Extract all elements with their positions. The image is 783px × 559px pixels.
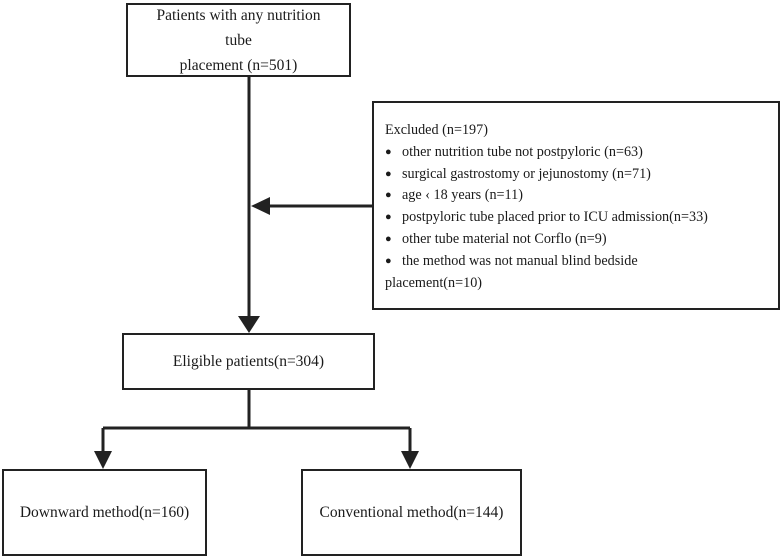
box-all-patients-line1: Patients with any nutrition tube: [156, 6, 321, 49]
excluded-item-text: the method was not manual blind bedside: [402, 252, 638, 269]
box-eligible-text: Eligible patients(n=304): [172, 353, 325, 370]
excluded-item: ● other tube material not Corflo (n=9): [385, 229, 768, 251]
arrowhead-to-main-line: [251, 197, 270, 215]
box-all-patients-line2: placement (n=501): [179, 56, 298, 74]
excluded-item: ● the method was not manual blind bedside: [385, 251, 768, 273]
bullet-icon: ●: [385, 211, 392, 224]
box-downward-text: Downward method(n=160): [19, 504, 190, 521]
excluded-item-text: surgical gastrostomy or jejunostomy (n=7…: [402, 165, 651, 182]
arrowhead-to-downward: [94, 451, 112, 469]
box-excluded: Excluded (n=197) ● other nutrition tube n…: [372, 101, 780, 310]
excluded-item-text: age ‹ 18 years (n=11): [402, 187, 523, 204]
excluded-item: ● other nutrition tube not postpyloric (n…: [385, 142, 768, 164]
arrowhead-to-conventional: [401, 451, 419, 469]
bullet-icon: ●: [385, 145, 392, 158]
excluded-item: ● postpyloric tube placed prior to ICU ad…: [385, 207, 768, 229]
box-conventional-text: Conventional method(n=144): [319, 504, 504, 521]
excluded-title: Excluded (n=197): [385, 122, 488, 138]
bullet-icon: ●: [385, 189, 392, 202]
excluded-item: ● surgical gastrostomy or jejunostomy (n=…: [385, 164, 768, 186]
excluded-item: ● age ‹ 18 years (n=11): [385, 185, 768, 207]
box-eligible-patients: Eligible patients(n=304): [122, 333, 375, 390]
bullet-icon: ●: [385, 167, 392, 180]
excluded-item-text: other tube material not Corflo (n=9): [402, 230, 607, 247]
box-conventional-method: Conventional method(n=144): [301, 469, 522, 556]
excluded-item-text: other nutrition tube not postpyloric (n=…: [402, 143, 643, 160]
arrowhead-to-eligible: [238, 316, 260, 333]
bullet-icon: ●: [385, 254, 392, 267]
excluded-item-continuation: placement(n=10): [385, 274, 483, 291]
box-all-patients: Patients with any nutrition tube placeme…: [126, 3, 351, 77]
box-downward-method: Downward method(n=160): [2, 469, 207, 556]
excluded-item-text: postpyloric tube placed prior to ICU adm…: [402, 209, 708, 226]
bullet-icon: ●: [385, 232, 392, 245]
